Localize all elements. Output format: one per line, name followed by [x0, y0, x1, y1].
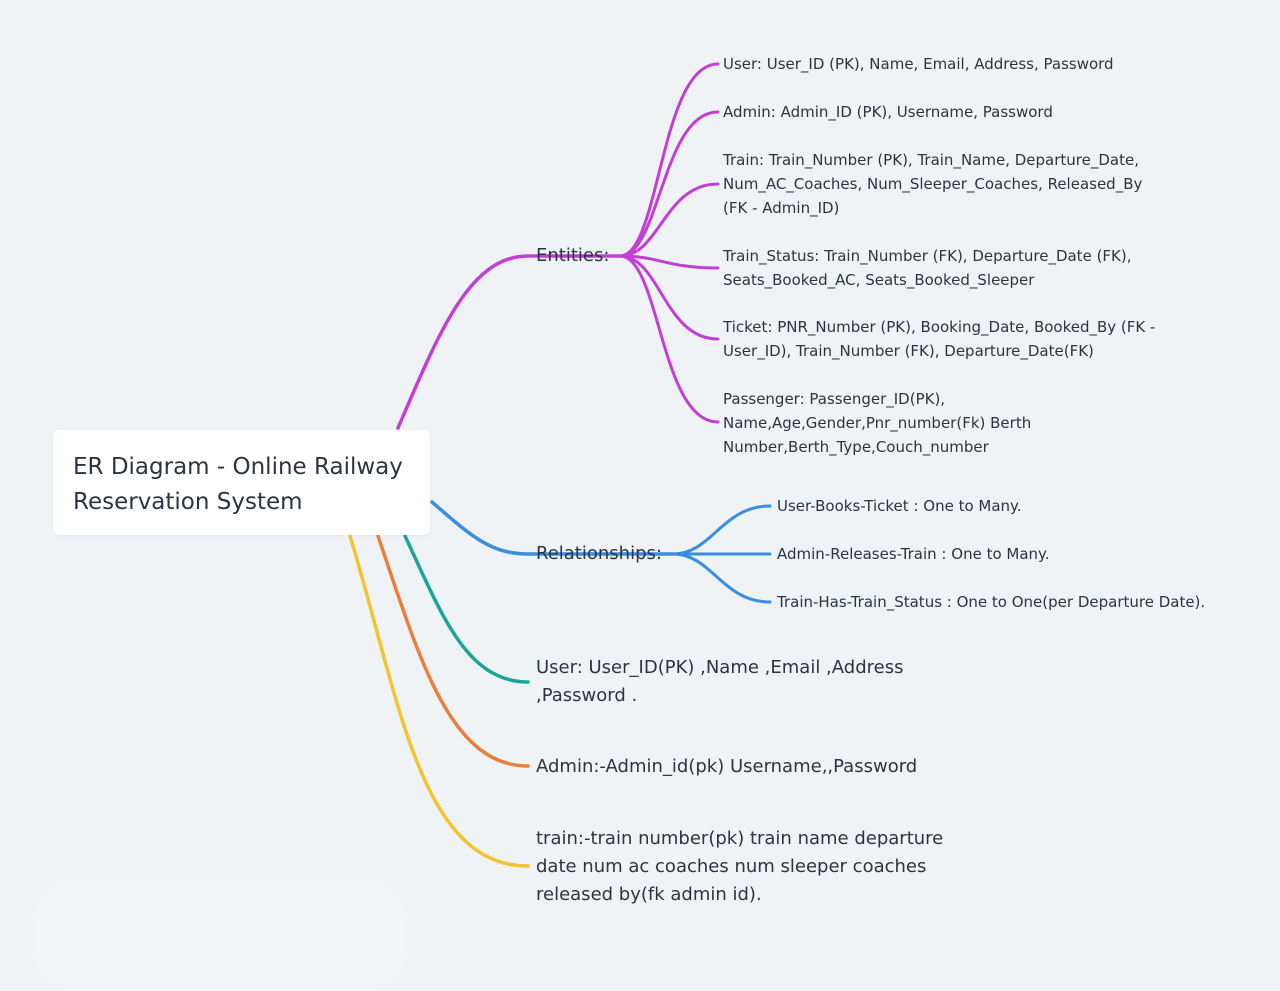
root-title-line-1: ER Diagram - Online Railway	[73, 454, 403, 480]
entity-ticket-text-1: Ticket: PNR_Number (PK), Booking_Date, B…	[723, 318, 1156, 336]
entity-train-node[interactable]: Train: Train_Number (PK), Train_Name, De…	[723, 148, 1142, 220]
entity-train-status-text-2: Seats_Booked_AC, Seats_Booked_Sleeper	[723, 271, 1035, 289]
entity-passenger-node[interactable]: Passenger: Passenger_ID(PK), Name,Age,Ge…	[723, 387, 1031, 459]
rel-1-line	[671, 504, 772, 556]
relationship-node-3[interactable]: Train-Has-Train_Status : One to One(per …	[777, 593, 1206, 611]
user-topic-line-1: User: User_ID(PK) ,Name ,Email ,Address	[536, 657, 904, 678]
entity-user-line	[618, 62, 720, 258]
entities-topic[interactable]: Entities:	[536, 245, 610, 266]
admin-topic[interactable]: Admin:-Admin_id(pk) Username,,Password	[536, 753, 917, 781]
train-topic-line-3: released by(fk admin id).	[536, 884, 762, 905]
entity-train-status-line	[618, 254, 720, 270]
entity-ticket-node[interactable]: Ticket: PNR_Number (PK), Booking_Date, B…	[723, 315, 1155, 363]
entity-admin-text: Admin: Admin_ID (PK), Username, Password	[723, 103, 1053, 121]
entity-train-status-text-1: Train_Status: Train_Number (FK), Departu…	[723, 247, 1132, 265]
root-title-line-2: Reservation System	[73, 489, 303, 515]
train-branch-line	[348, 534, 530, 868]
entity-passenger-line	[618, 254, 720, 424]
train-topic[interactable]: train:-train number(pk) train name depar…	[536, 825, 943, 909]
entity-train-text-1: Train: Train_Number (PK), Train_Name, De…	[723, 151, 1139, 169]
relationship-node-1[interactable]: User-Books-Ticket : One to Many.	[777, 497, 1022, 515]
entity-train-text-2: Num_AC_Coaches, Num_Sleeper_Coaches, Rel…	[723, 175, 1143, 193]
entity-ticket-text-2: User_ID), Train_Number (FK), Departure_D…	[723, 342, 1094, 360]
relationships-branch-line	[430, 500, 675, 556]
faint-background-blob	[35, 880, 405, 990]
user-topic[interactable]: User: User_ID(PK) ,Name ,Email ,Address …	[536, 654, 903, 710]
entities-branch-line	[396, 254, 622, 430]
train-topic-line-2: date num ac coaches num sleeper coaches	[536, 856, 927, 877]
entity-passenger-text-1: Passenger: Passenger_ID(PK),	[723, 390, 946, 408]
admin-topic-line-1: Admin:-Admin_id(pk) Username,,Password	[536, 756, 918, 777]
entity-train-status-node[interactable]: Train_Status: Train_Number (FK), Departu…	[723, 244, 1132, 292]
relationship-node-2[interactable]: Admin-Releases-Train : One to Many.	[777, 545, 1050, 563]
entity-passenger-text-2: Name,Age,Gender,Pnr_number(Fk) Berth	[723, 414, 1032, 432]
entity-train-line	[618, 182, 720, 258]
entity-train-text-3: (FK - Admin_ID)	[723, 199, 840, 217]
train-topic-line-1: train:-train number(pk) train name depar…	[536, 828, 944, 849]
rel-3-line	[671, 552, 772, 604]
entity-user-text: User: User_ID (PK), Name, Email, Address…	[723, 55, 1114, 73]
entity-admin-node[interactable]: Admin: Admin_ID (PK), Username, Password	[723, 100, 1053, 124]
user-branch-line	[403, 534, 530, 684]
entity-passenger-text-3: Number,Berth_Type,Couch_number	[723, 438, 989, 456]
entity-admin-line	[618, 110, 720, 258]
user-topic-line-2: ,Password .	[536, 685, 638, 706]
entity-ticket-line	[618, 254, 720, 341]
entity-user-node[interactable]: User: User_ID (PK), Name, Email, Address…	[723, 52, 1114, 76]
admin-branch-line	[376, 534, 530, 768]
relationships-topic[interactable]: Relationships:	[536, 543, 662, 564]
root-node[interactable]: ER Diagram - Online Railway Reservation …	[53, 430, 430, 535]
